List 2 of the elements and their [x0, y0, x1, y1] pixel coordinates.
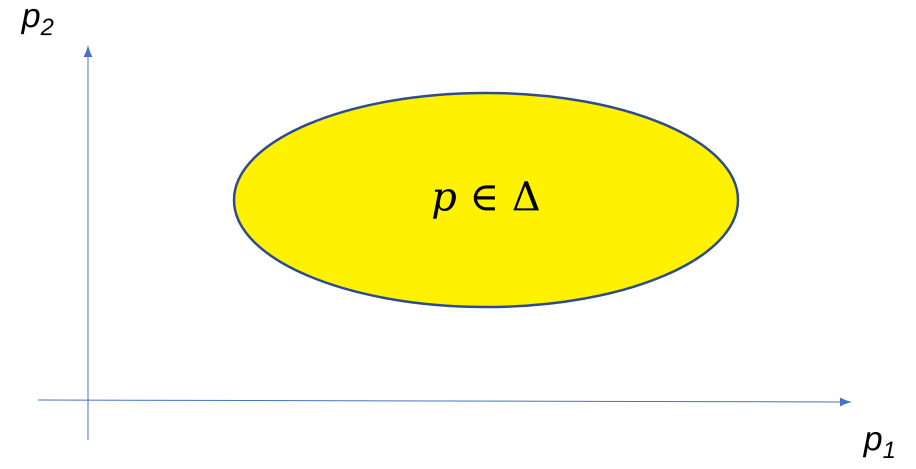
axis-label: p$_{1}$ — [862, 432, 894, 458]
axis-label: p$_{2}$ — [20, 8, 54, 36]
